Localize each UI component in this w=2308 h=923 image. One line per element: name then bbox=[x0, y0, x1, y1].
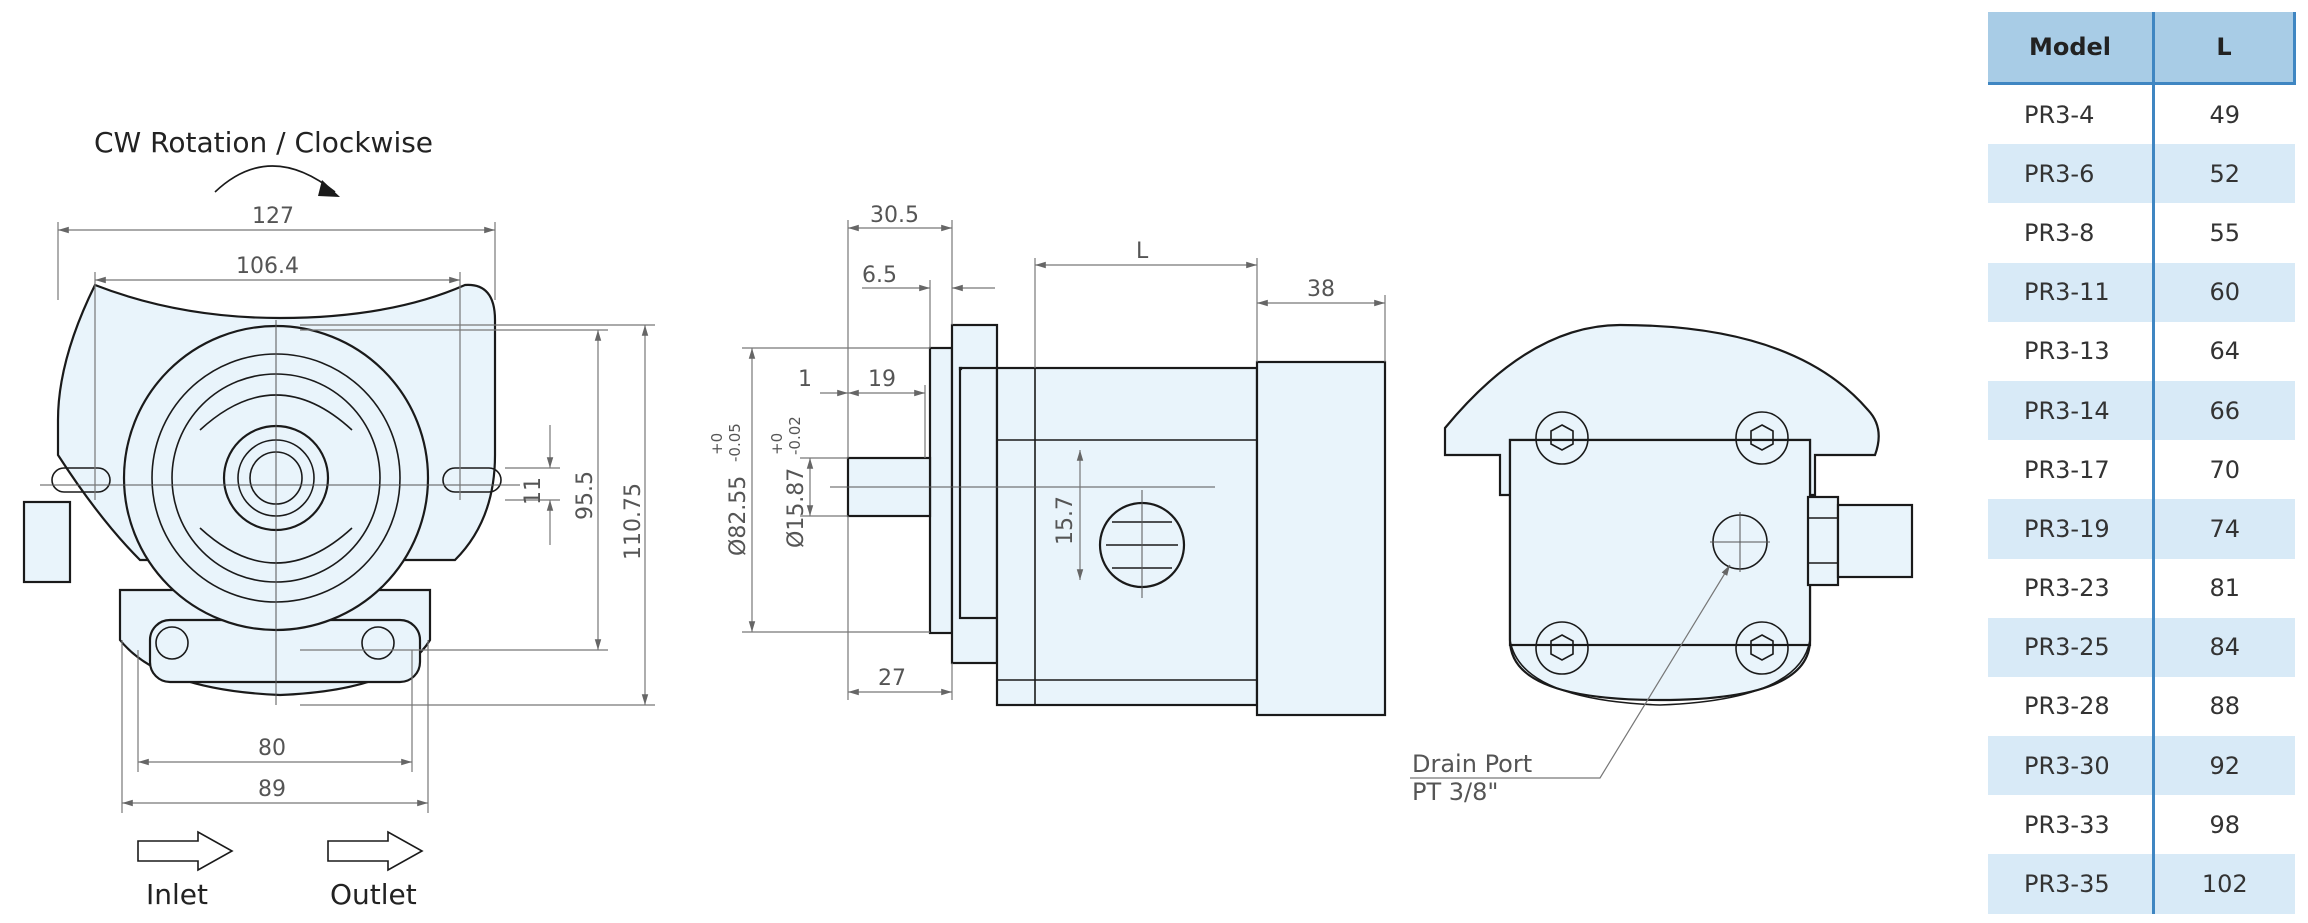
length-cell: 70 bbox=[2209, 455, 2241, 484]
table-row: PR3-33 98 bbox=[1988, 795, 2295, 855]
dim-dia15: Ø15.87 bbox=[784, 468, 809, 548]
outlet-arrow-icon bbox=[327, 830, 424, 872]
drain-port-label: Drain Port bbox=[1412, 750, 1532, 778]
model-cell: PR3-6 bbox=[1988, 144, 2155, 204]
dim-110: 110.75 bbox=[621, 483, 646, 560]
length-cell: 55 bbox=[2209, 218, 2241, 247]
model-cell: PR3-13 bbox=[1988, 321, 2155, 381]
length-cell: 88 bbox=[2209, 692, 2241, 721]
rear-fitting-hex bbox=[1806, 495, 1840, 587]
length-cell: 81 bbox=[2209, 574, 2241, 603]
table-row: PR3-28 88 bbox=[1988, 676, 2295, 737]
model-cell: PR3-25 bbox=[1988, 617, 2155, 677]
rear-bolt-bottom-right bbox=[1735, 621, 1789, 675]
inlet-label: Inlet bbox=[146, 878, 208, 911]
technical-drawing: CW Rotation / Clockwise 127 bbox=[22, 126, 1914, 911]
side-flange-plate bbox=[928, 346, 954, 635]
rear-view: Drain Port PT 3/8" bbox=[1410, 323, 1914, 806]
model-cell: PR3-35 bbox=[1988, 854, 2155, 914]
table-row: PR3-17 70 bbox=[1988, 440, 2295, 500]
length-cell: 52 bbox=[2153, 144, 2295, 204]
dim-11: 11 bbox=[521, 477, 546, 505]
length-cell: 74 bbox=[2153, 499, 2295, 559]
model-cell: PR3-30 bbox=[1988, 736, 2155, 796]
model-cell: PR3-17 bbox=[1988, 440, 2155, 500]
length-cell: 66 bbox=[2153, 380, 2295, 441]
dim-89: 89 bbox=[258, 777, 286, 802]
rotation-arrow-icon bbox=[214, 165, 336, 193]
table-row: PR3-4 49 bbox=[1988, 83, 2295, 145]
dim-L: L bbox=[1136, 239, 1149, 264]
outlet-label: Outlet bbox=[330, 878, 417, 911]
model-cell: PR3-23 bbox=[1988, 558, 2155, 618]
length-cell: 60 bbox=[2153, 262, 2295, 322]
dim-19: 19 bbox=[868, 367, 896, 392]
dim-106: 106.4 bbox=[236, 254, 299, 279]
dim-6-5: 6.5 bbox=[862, 263, 897, 288]
model-cell: PR3-33 bbox=[1988, 795, 2155, 855]
dim-1: 1 bbox=[798, 367, 812, 392]
length-cell: 64 bbox=[2209, 337, 2241, 366]
header-model: Model bbox=[1988, 12, 2155, 85]
length-cell: 102 bbox=[2153, 854, 2295, 914]
model-cell: PR3-14 bbox=[1988, 380, 2155, 441]
front-inlet-port bbox=[22, 500, 72, 584]
rear-bolt-top-right bbox=[1735, 411, 1789, 465]
table-row: PR3-23 81 bbox=[1988, 558, 2295, 618]
dim-dia82-tol-up: +0 bbox=[708, 433, 726, 455]
dim-dia82-tol-lo: -0.05 bbox=[726, 423, 744, 462]
rear-fitting bbox=[1836, 503, 1914, 579]
dim-95: 95.5 bbox=[573, 471, 598, 520]
model-cell: PR3-8 bbox=[1988, 203, 2155, 263]
model-cell: PR3-28 bbox=[1988, 676, 2155, 737]
model-cell: PR3-11 bbox=[1988, 262, 2155, 322]
length-cell: 49 bbox=[2209, 100, 2241, 129]
dim-30-5: 30.5 bbox=[870, 203, 919, 228]
dim-127: 127 bbox=[252, 204, 294, 229]
model-cell: PR3-4 bbox=[1988, 83, 2155, 145]
dim-dia15-tol-up: +0 bbox=[768, 433, 786, 455]
length-cell: 84 bbox=[2153, 617, 2295, 677]
side-rear-cover bbox=[1255, 360, 1387, 717]
front-view: CW Rotation / Clockwise 127 bbox=[22, 126, 655, 911]
rear-bolt-top-left bbox=[1535, 411, 1589, 465]
rotation-label: CW Rotation / Clockwise bbox=[94, 126, 433, 159]
inlet-arrow-icon bbox=[137, 830, 234, 872]
dim-dia82: Ø82.55 bbox=[726, 476, 751, 556]
header-l: L bbox=[2153, 12, 2296, 85]
dim-15-7: 15.7 bbox=[1053, 496, 1078, 545]
dim-27: 27 bbox=[878, 666, 906, 691]
model-cell: PR3-19 bbox=[1988, 499, 2155, 559]
drain-port-thread: PT 3/8" bbox=[1412, 778, 1498, 806]
table-row: PR3-13 64 bbox=[1988, 321, 2295, 381]
dim-38: 38 bbox=[1307, 277, 1335, 302]
side-view: 30.5 6.5 1 19 L 38 27 15.7 Ø82.55 +0 -0.… bbox=[708, 203, 1387, 717]
length-cell: 98 bbox=[2209, 810, 2241, 839]
dim-dia15-tol-lo: -0.02 bbox=[786, 416, 804, 455]
table-row: PR3-8 55 bbox=[1988, 203, 2295, 263]
rear-bolt-bottom-left bbox=[1535, 621, 1589, 675]
length-cell: 92 bbox=[2153, 736, 2295, 796]
dim-80: 80 bbox=[258, 736, 286, 761]
